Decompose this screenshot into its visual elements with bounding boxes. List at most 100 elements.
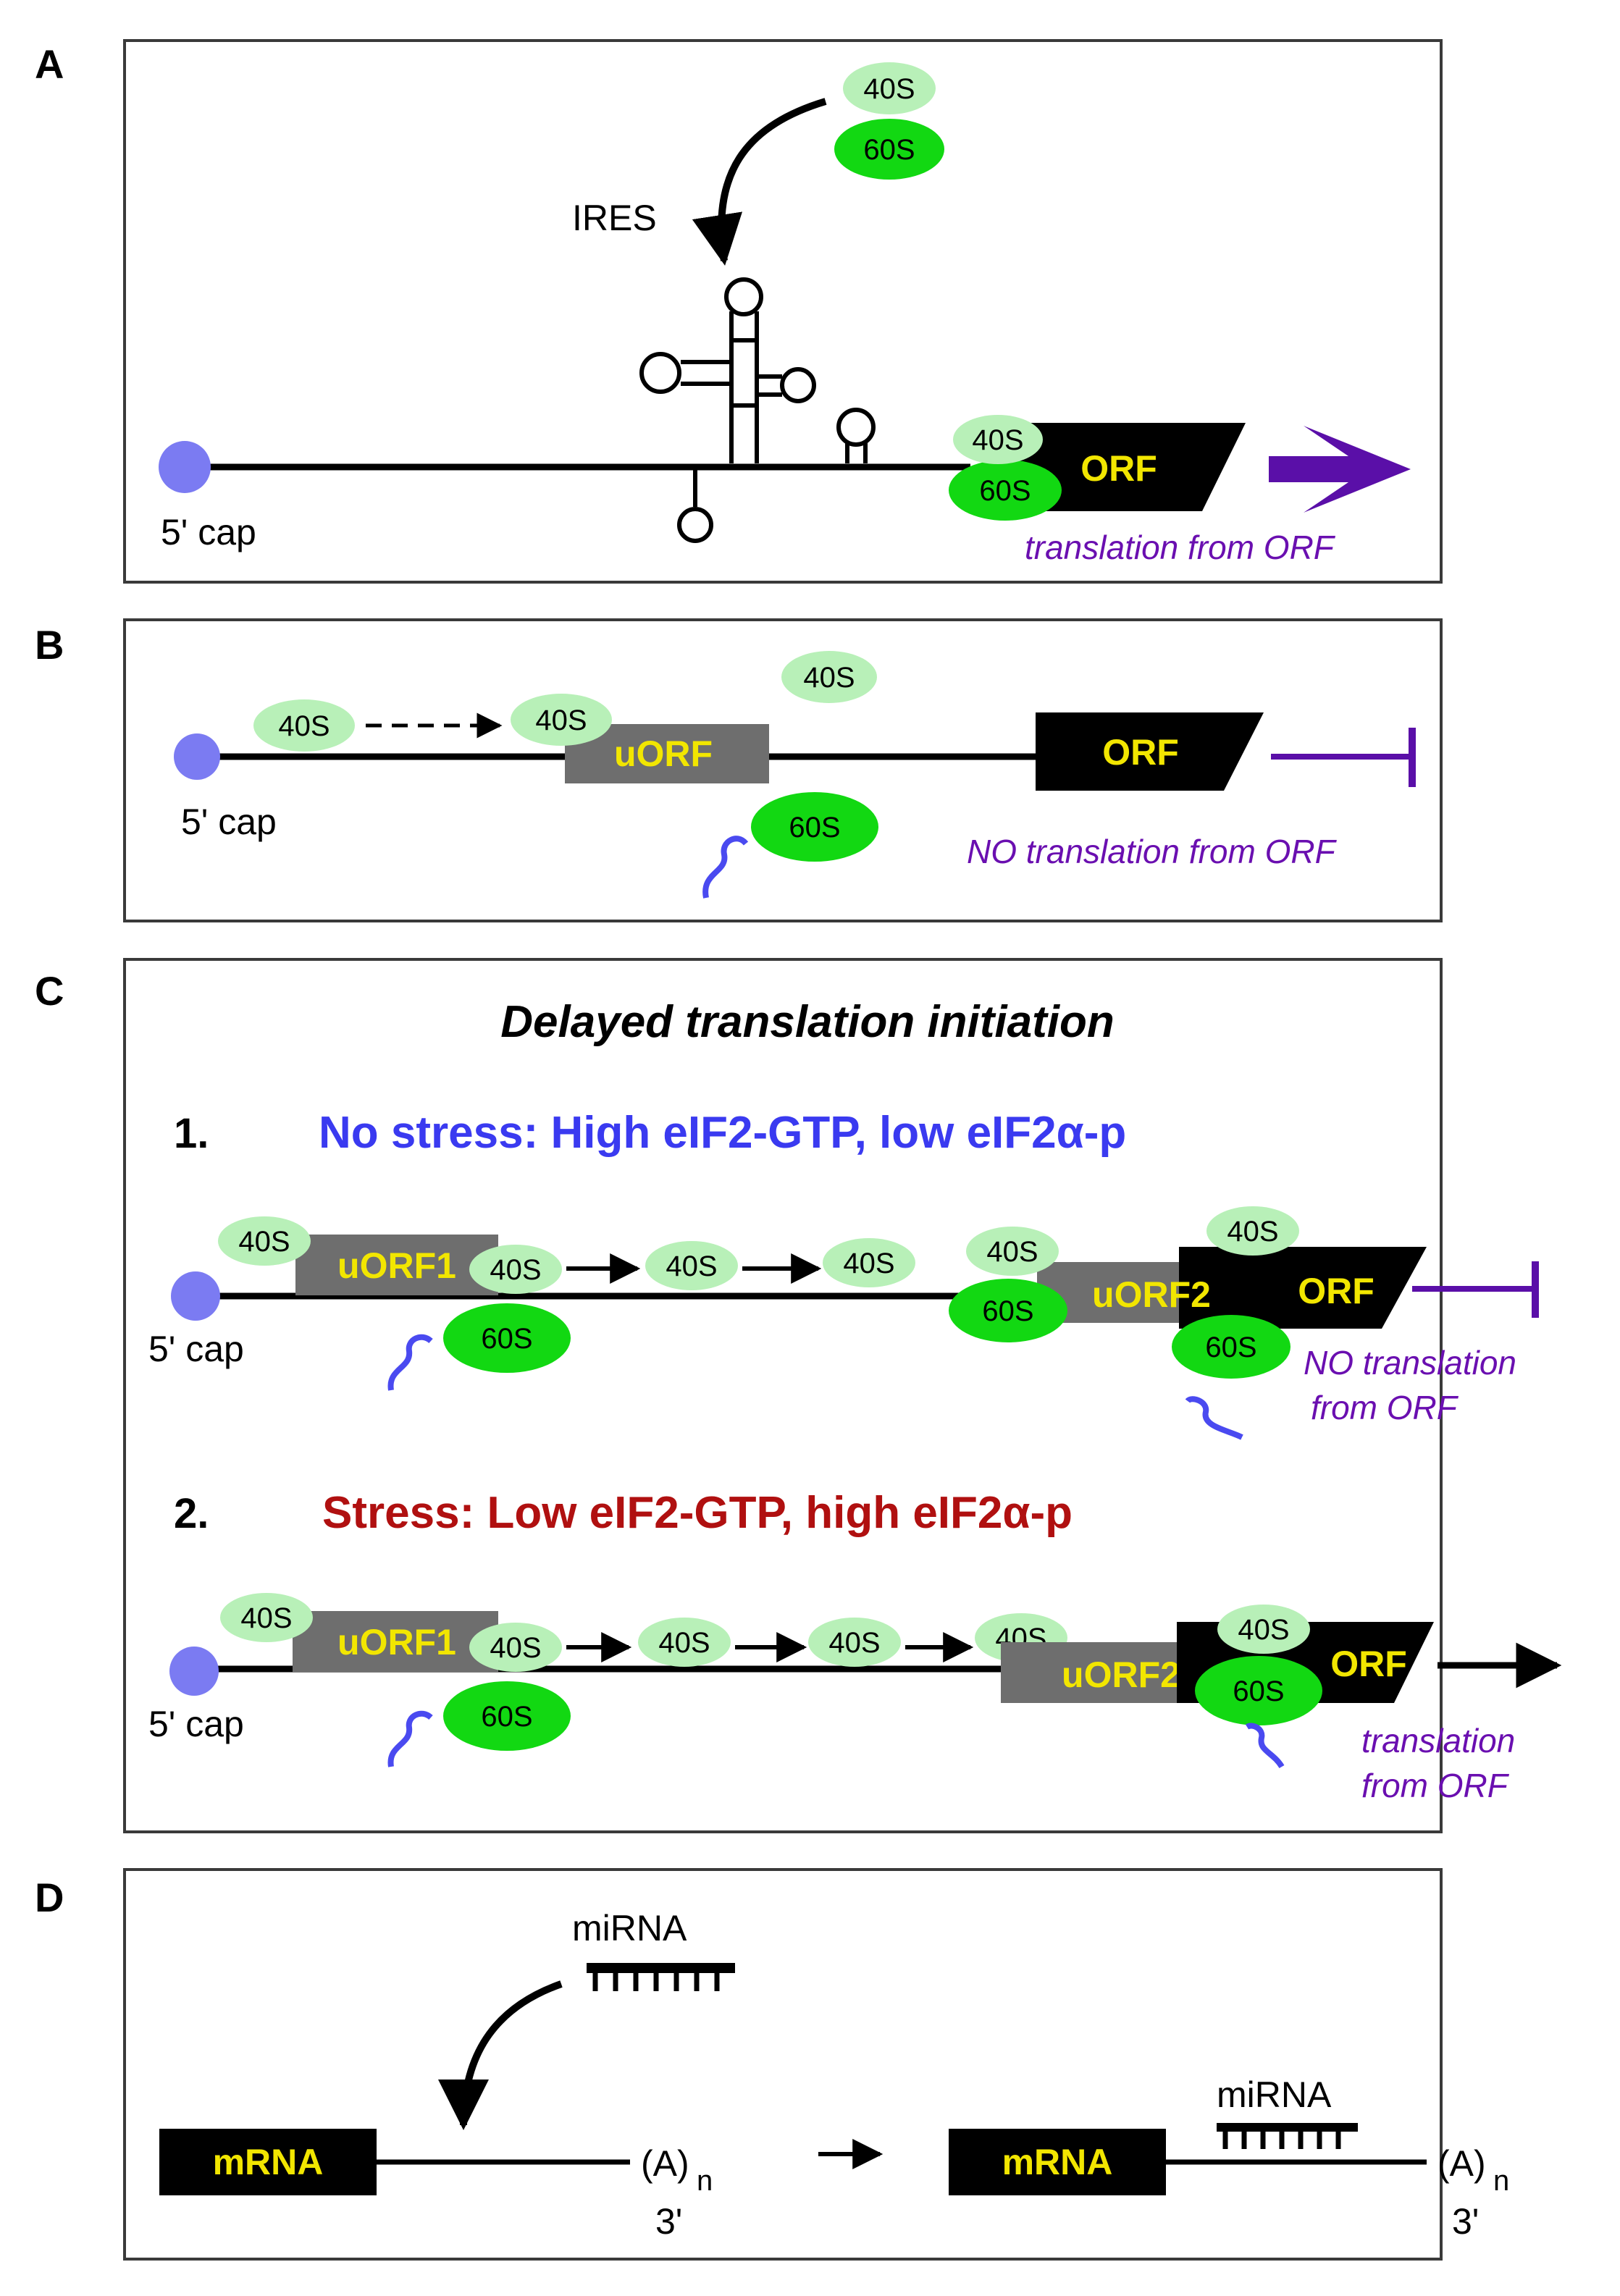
ires-structure [639, 277, 876, 543]
polya-subscript: n [697, 2165, 713, 2197]
uorf2-box [1001, 1642, 1202, 1703]
panel-b-label: B [35, 622, 64, 668]
case2-status-line1: translation [1361, 1722, 1515, 1759]
small-subunit [843, 62, 936, 114]
small-subunit-label: 40S [238, 1226, 290, 1258]
panel-c-label: C [35, 968, 64, 1014]
met-trna-icon [1185, 1396, 1243, 1440]
met-trna-icon [1245, 1723, 1285, 1769]
panel-b: B 5' cap 40S uORF 40S 40S 60S ORF NO tra… [35, 618, 1443, 922]
large-subunit-label: 60S [481, 1323, 532, 1355]
ires-label: IRES [572, 198, 657, 238]
cap-label: 5' cap [181, 802, 277, 842]
large-subunit [751, 792, 878, 862]
mrna-box [159, 2129, 377, 2195]
large-subunit-label: 60S [982, 1295, 1033, 1327]
case1-status-line2: from ORF [1311, 1389, 1459, 1426]
orf-label: ORF [1298, 1271, 1375, 1311]
small-subunit-label: 40S [666, 1250, 717, 1282]
orf-box [1036, 712, 1264, 791]
uorf2-label: uORF2 [1092, 1274, 1211, 1315]
three-prime-label: 3' [1452, 2201, 1479, 2242]
recruitment-arrow [692, 98, 827, 266]
small-subunit-label: 40S [843, 1248, 894, 1279]
met-trna-icon [702, 836, 749, 899]
panel-a: A 40S 60S IRES 5' cap [35, 39, 1443, 584]
small-subunit [511, 694, 612, 746]
cap-icon [169, 1647, 219, 1696]
panel-d-label: D [35, 1875, 64, 1920]
large-subunit [949, 1279, 1067, 1342]
large-subunit [1195, 1656, 1322, 1725]
mrna-label: mRNA [213, 2142, 324, 2182]
small-subunit [781, 651, 877, 703]
small-subunit-label: 40S [240, 1602, 292, 1634]
uorf1-box [295, 1235, 498, 1295]
mirna-label: miRNA [572, 1908, 687, 1948]
mrna-label: mRNA [1002, 2142, 1113, 2182]
small-subunit-label: 40S [1227, 1216, 1278, 1248]
large-subunit-label: 60S [1205, 1332, 1256, 1363]
cap-label: 5' cap [148, 1329, 244, 1369]
met-trna-icon [387, 1710, 433, 1767]
small-subunit [218, 1216, 311, 1266]
small-subunit-label: 40S [972, 424, 1023, 456]
uorf1-box [293, 1611, 498, 1672]
orf-label: ORF [1330, 1644, 1407, 1684]
panel-d: D miRNA mRNA (A) n 3' mRNA miRNA [35, 1868, 1509, 2261]
case2-number: 2. [174, 1490, 209, 1537]
orf-box [1179, 1247, 1427, 1329]
uorf2-label: uORF2 [1062, 1654, 1180, 1695]
polya-subscript: n [1493, 2165, 1509, 2197]
case1-condition: No stress: High eIF2-GTP, low eIF2α-p [319, 1108, 1126, 1158]
small-subunit [1206, 1206, 1299, 1256]
polya-label: (A) [1438, 2143, 1486, 2184]
case2-status-line2: from ORF [1361, 1767, 1510, 1804]
large-subunit [949, 460, 1062, 521]
large-subunit [443, 1303, 571, 1373]
met-trna-icon [387, 1334, 433, 1391]
small-subunit-label: 40S [278, 710, 330, 742]
orf-label: ORF [1102, 732, 1179, 773]
panel-a-status: translation from ORF [1025, 529, 1336, 566]
small-subunit-label: 40S [986, 1236, 1038, 1268]
small-subunit [1217, 1605, 1310, 1654]
small-subunit-label: 40S [535, 705, 587, 736]
uorf-label: uORF [614, 733, 713, 774]
cap-icon [159, 441, 211, 493]
small-subunit [823, 1238, 915, 1287]
large-subunit-label: 60S [481, 1701, 532, 1733]
small-subunit [253, 699, 355, 752]
mirna-label: miRNA [1217, 2074, 1332, 2115]
polya-label: (A) [641, 2143, 689, 2184]
small-subunit [469, 1245, 562, 1294]
panel-c-frame [123, 958, 1443, 1833]
cap-icon [174, 733, 220, 780]
small-subunit-label: 40S [828, 1627, 880, 1659]
small-subunit-label: 40S [658, 1627, 710, 1659]
translation-arrow-icon [1269, 426, 1411, 513]
panel-c-title: Delayed translation initiation [500, 997, 1114, 1047]
uorf1-label: uORF1 [337, 1245, 456, 1286]
cap-icon [171, 1271, 220, 1321]
mrna-box [949, 2129, 1166, 2195]
large-subunit-label: 60S [979, 475, 1031, 507]
three-prime-label: 3' [655, 2201, 682, 2242]
large-subunit [834, 119, 944, 180]
panel-a-label: A [35, 41, 64, 87]
small-subunit-label: 40S [490, 1254, 541, 1286]
large-subunit [443, 1681, 571, 1751]
panel-c: C Delayed translation initiation 1. No s… [35, 958, 1562, 1833]
mirna-icon [587, 1963, 735, 1991]
case1-number: 1. [174, 1110, 209, 1157]
orf-label: ORF [1080, 448, 1157, 489]
case1-status-line1: NO translation [1304, 1344, 1516, 1382]
panel-d-frame [123, 1868, 1443, 2261]
small-subunit [638, 1618, 731, 1667]
small-subunit-label: 40S [803, 662, 855, 694]
uorf1-label: uORF1 [337, 1622, 456, 1662]
small-subunit [966, 1227, 1059, 1276]
small-subunit [220, 1593, 313, 1642]
large-subunit-label: 60S [789, 812, 840, 844]
